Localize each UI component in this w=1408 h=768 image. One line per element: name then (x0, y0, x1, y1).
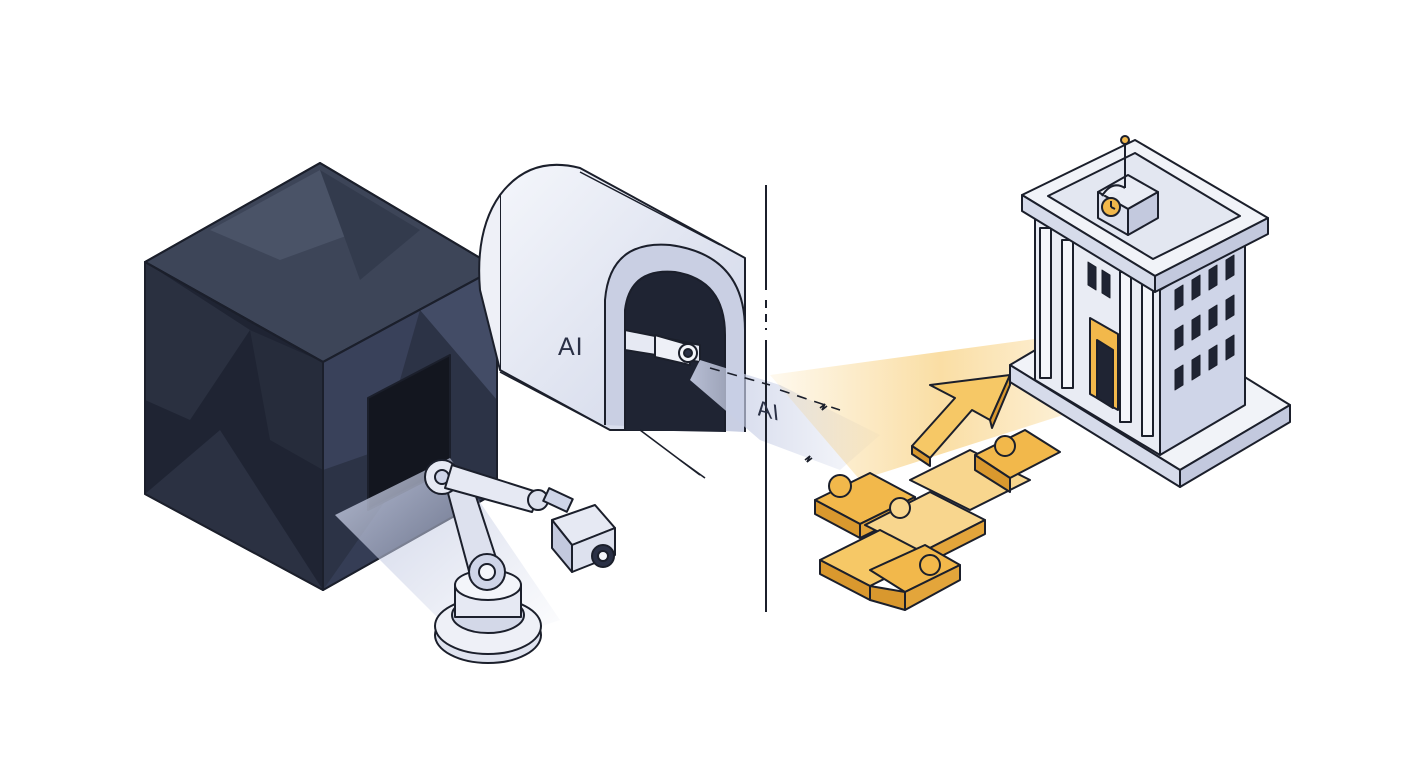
institution-building-icon (1009, 135, 1291, 488)
puzzle-pieces-icon (814, 429, 1061, 611)
upward-arrow-icon (911, 374, 1011, 467)
robotic-arm-camera-icon (424, 459, 616, 664)
tunnel-label: AI (558, 333, 584, 361)
dash-lines (639, 367, 841, 479)
clock-icon (1101, 197, 1121, 217)
